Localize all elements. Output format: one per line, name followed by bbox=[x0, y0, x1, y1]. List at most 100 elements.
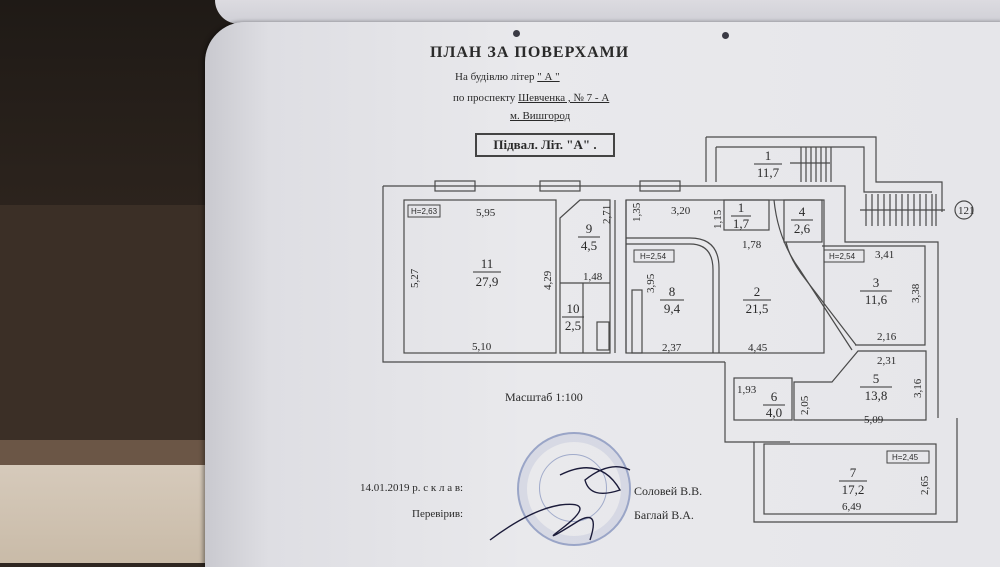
room-number: 2 bbox=[754, 284, 761, 299]
room-area: 11,6 bbox=[865, 292, 888, 307]
room-11-outline bbox=[403, 199, 557, 354]
height-box: H=2,63 bbox=[407, 204, 441, 218]
window bbox=[639, 180, 681, 192]
dimension: 2,37 bbox=[662, 342, 682, 354]
fixture bbox=[631, 289, 643, 354]
room-number: 3 bbox=[873, 275, 880, 290]
outer-wall bbox=[383, 185, 939, 418]
svg-text:H=2,54: H=2,54 bbox=[829, 252, 856, 261]
outer-wall bbox=[753, 418, 958, 523]
room-number: 11 bbox=[481, 256, 494, 271]
room-number: 4 bbox=[799, 204, 806, 219]
fixture bbox=[596, 321, 610, 351]
room-area: 2,6 bbox=[794, 221, 811, 236]
stair-steps-upper bbox=[800, 147, 832, 182]
room-number: 5 bbox=[873, 371, 880, 386]
marker-circle bbox=[954, 200, 974, 220]
floor-background bbox=[0, 465, 240, 563]
dimension: 1,15 bbox=[712, 209, 724, 229]
room-number: 9 bbox=[586, 221, 593, 236]
marker-number: 121 bbox=[958, 205, 975, 217]
dimension: 1,93 bbox=[737, 384, 757, 396]
address-line: по проспекту Шевченка , № 7 - А bbox=[453, 92, 609, 104]
checked-label: Перевірив: bbox=[412, 508, 464, 520]
dimension: 4,45 bbox=[748, 342, 768, 354]
height-box: H=2,45 bbox=[886, 450, 930, 464]
room-area: 13,8 bbox=[865, 388, 888, 403]
dimension: 3,41 bbox=[875, 249, 894, 261]
street-value: Шевченка , № 7 - А bbox=[518, 92, 610, 104]
room-8-curved-wall bbox=[626, 237, 720, 353]
room-area: 4,5 bbox=[581, 238, 597, 253]
binder-hole bbox=[722, 32, 729, 39]
room-area: 21,5 bbox=[746, 301, 769, 316]
building-letter: " А " bbox=[537, 71, 560, 83]
compiled-by: Соловей В.В. bbox=[634, 484, 703, 498]
window bbox=[434, 180, 476, 192]
room-4-outline bbox=[783, 199, 823, 243]
dimension: 3,38 bbox=[910, 283, 922, 303]
checked-by: Баглай В.А. bbox=[634, 508, 694, 522]
room-8-curved-wall bbox=[626, 243, 714, 353]
dimension: 3,20 bbox=[671, 205, 691, 217]
date-line: 14.01.2019 р. с к л а в: bbox=[360, 482, 464, 494]
dimension: 2,65 bbox=[919, 475, 931, 495]
svg-text:H=2,63: H=2,63 bbox=[411, 207, 438, 216]
room-6-outline bbox=[733, 377, 793, 421]
room-area: 11,7 bbox=[757, 165, 780, 180]
dimension: 2,05 bbox=[799, 395, 811, 415]
dimension: 5,95 bbox=[476, 207, 496, 219]
room-number: 7 bbox=[850, 465, 857, 480]
city: м. Вишгород bbox=[510, 110, 571, 122]
dimension: 2,16 bbox=[877, 331, 897, 343]
desk-surface bbox=[0, 205, 240, 445]
room-number: 1 bbox=[738, 200, 745, 215]
dimension: 4,29 bbox=[542, 270, 554, 290]
binder-hole bbox=[513, 30, 520, 37]
previous-page-edge bbox=[215, 0, 1000, 24]
document-title: ПЛАН ЗА ПОВЕРХАМИ bbox=[430, 44, 630, 61]
dimension: 1,78 bbox=[742, 239, 762, 251]
room-area: 27,9 bbox=[476, 274, 499, 289]
dimension: 3,16 bbox=[912, 378, 924, 398]
room-area: 9,4 bbox=[664, 301, 681, 316]
room-7-outline bbox=[763, 443, 937, 515]
height-box: H=2,54 bbox=[823, 249, 865, 263]
room-number: 1 bbox=[765, 148, 772, 163]
room-number: 6 bbox=[771, 389, 778, 404]
diagonal-corridor-wall bbox=[785, 241, 857, 346]
dimension: 3,95 bbox=[645, 273, 657, 293]
room-3-outline bbox=[822, 245, 926, 346]
signature-compiler bbox=[559, 466, 631, 494]
outer-wall bbox=[724, 362, 790, 443]
svg-text:H=2,54: H=2,54 bbox=[640, 252, 667, 261]
diagonal-corridor-wall bbox=[773, 199, 853, 351]
dimension: 2,71 bbox=[601, 205, 613, 224]
official-stamp bbox=[517, 432, 631, 546]
dimension: 2,31 bbox=[877, 355, 896, 367]
building-line-prefix: На будівлю літер bbox=[455, 71, 535, 83]
room-5-outline bbox=[793, 350, 927, 421]
dimension: 1,48 bbox=[583, 271, 603, 283]
window bbox=[539, 180, 581, 192]
dimension: 6,49 bbox=[842, 501, 862, 513]
room-number: 8 bbox=[669, 284, 676, 299]
svg-text:H=2,45: H=2,45 bbox=[892, 453, 919, 462]
floor-label: Підвал. Літ. "А" . bbox=[475, 133, 615, 157]
dimension: 1,35 bbox=[631, 202, 643, 222]
dimension: 5,10 bbox=[472, 341, 492, 353]
outer-wall bbox=[382, 186, 725, 363]
dimension: 5,27 bbox=[409, 268, 421, 288]
room-9-outline bbox=[559, 199, 611, 354]
scale-label: Масштаб 1:100 bbox=[505, 390, 583, 404]
room-area: 4,0 bbox=[766, 405, 782, 420]
height-box: H=2,54 bbox=[633, 249, 675, 263]
desk-edge bbox=[0, 440, 240, 465]
signature-checker bbox=[489, 503, 594, 541]
room-1-small-outline bbox=[723, 199, 770, 231]
room-number: 10 bbox=[567, 301, 580, 316]
room-area: 17,2 bbox=[842, 482, 865, 497]
room-area: 2,5 bbox=[565, 318, 581, 333]
